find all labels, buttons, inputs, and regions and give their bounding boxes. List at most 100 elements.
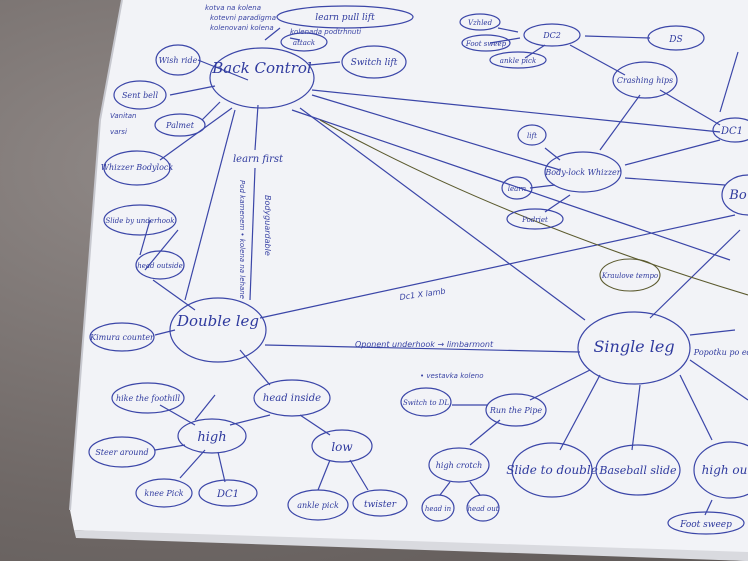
node-label: DC2 xyxy=(542,31,561,40)
node-slide-by-underhook: Slide by underhook xyxy=(103,204,177,236)
node-label: ankle pick xyxy=(297,501,339,510)
edge-label-bodyguard: Bodyguardable xyxy=(263,195,272,256)
node-label: learn pull lift xyxy=(315,13,375,23)
node-head-outside: head outside xyxy=(135,250,185,280)
node-label: high outs xyxy=(702,463,748,477)
node-label: Wish ride xyxy=(159,56,198,65)
node-ds: DS xyxy=(647,25,705,51)
node-label: hike the foothill xyxy=(116,394,181,403)
node-label: Popotku po edi xyxy=(693,348,748,357)
node-label: Bo xyxy=(728,188,747,203)
node-foot-sweep-top: Foot sweep xyxy=(461,34,511,52)
node-high-outside: high outs xyxy=(693,441,748,499)
node-label: Double leg xyxy=(176,312,259,330)
node-label: head in xyxy=(425,505,452,513)
node-back-control: Back Control xyxy=(209,47,315,109)
node-slide-to-double: Slide to double xyxy=(506,442,598,498)
note-vanitan: Vanitan xyxy=(110,112,136,120)
node-label: Slide by underhook xyxy=(106,217,175,225)
node-lift: lift xyxy=(517,124,547,146)
node-switch-lift: Switch lift xyxy=(341,45,407,79)
node-kimura-counter: Kimura counter xyxy=(89,322,155,352)
node-label: Run the Pipe xyxy=(489,406,543,415)
node-label: lift xyxy=(527,132,537,140)
node-low: low xyxy=(311,429,373,463)
note-varsi: varsi xyxy=(110,128,127,136)
node-label: Crashing hips xyxy=(617,76,673,85)
node-label: Kraulove tempo xyxy=(601,272,658,280)
node-label: attack xyxy=(293,39,315,47)
node-kraulove-tempo: Kraulove tempo xyxy=(599,258,661,292)
node-label: head inside xyxy=(263,393,321,404)
olive-connector xyxy=(319,119,748,296)
notebook-page xyxy=(70,0,748,561)
node-label: DC1 xyxy=(216,489,239,500)
mindmap-nodes: Back Control Double leg Single leg learn… xyxy=(88,5,748,535)
node-label: Sent bell xyxy=(122,91,159,100)
node-run-the-pipe: Run the Pipe xyxy=(485,393,547,427)
node-label: Whizzer Bodylock xyxy=(101,163,174,172)
node-head-inside: head inside xyxy=(253,379,331,417)
page-left-edge xyxy=(69,0,123,511)
node-hike-the-foothill: hike the foothill xyxy=(111,382,185,414)
node-dc1-right: DC1 xyxy=(712,117,748,143)
node-double-leg: Double leg xyxy=(169,297,267,363)
node-foot-sweep: Foot sweep xyxy=(667,511,745,535)
node-baseball-slide: Baseball slide xyxy=(595,444,681,496)
node-label: DS xyxy=(668,35,682,45)
node-ankle-pick-top: ankle pick xyxy=(489,51,547,69)
node-label: Kimura counter xyxy=(89,333,155,342)
node-high-crotch: high crotch xyxy=(428,447,490,483)
node-label: Palmet xyxy=(165,121,195,130)
node-label: Switch to DL xyxy=(403,399,449,407)
node-crashing-hips: Crashing hips xyxy=(612,61,678,99)
note-top-2: kotevni paradigma xyxy=(210,14,276,22)
node-label: Baseball slide xyxy=(598,464,677,477)
node-label: Body-lock Whizzer xyxy=(544,168,621,177)
node-label: head outside xyxy=(137,262,183,270)
node-label: head out xyxy=(467,505,498,513)
node-label: low xyxy=(331,440,353,454)
node-learn-first: learn first xyxy=(233,154,284,165)
node-twister: twister xyxy=(352,489,408,517)
node-dc2: DC2 xyxy=(523,23,581,47)
node-label: DC1 xyxy=(720,126,743,137)
node-knee-pick: knee Pick xyxy=(135,478,193,508)
note-top-3: kolenovani kolena xyxy=(210,24,274,32)
node-head-out: head out xyxy=(466,494,500,522)
note-vestavka: • vestavka koleno xyxy=(420,372,484,380)
node-bodylock-whizzer: Body-lock Whizzer xyxy=(544,151,622,193)
edge-label-opponent-underhook: Oponent underhook → limbarmont xyxy=(355,340,494,349)
page-edge xyxy=(74,530,748,561)
node-label: high xyxy=(197,430,226,445)
node-high: high xyxy=(177,418,247,454)
node-bo: Bo xyxy=(721,174,748,216)
node-label: Foot sweep xyxy=(679,520,732,530)
node-head-in: head in xyxy=(421,494,455,522)
node-palmet: Palmet xyxy=(154,113,206,137)
node-label: ankle pick xyxy=(500,57,536,65)
note-vertical: Pod kamenem • kolena na lehane xyxy=(238,180,246,299)
node-steer-around: Steer around xyxy=(88,436,156,468)
node-learn: learn xyxy=(501,176,533,200)
node-label: Slide to double xyxy=(506,463,598,477)
node-label: Back Control xyxy=(211,59,312,77)
note-top-1: kotva na kolena xyxy=(205,4,261,12)
node-learn-pull-lift: learn pull lift xyxy=(276,5,414,29)
node-popotku: Popotku po edi xyxy=(693,348,748,357)
node-ankle-pick: ankle pick xyxy=(287,489,349,521)
node-label: Podriet xyxy=(521,216,548,224)
node-label: Single leg xyxy=(593,337,674,356)
node-label: twister xyxy=(364,500,397,510)
node-attack: attack xyxy=(280,32,328,52)
node-switch-to-dl: Switch to DL xyxy=(400,387,452,417)
node-whizzer-bodylock: Whizzer Bodylock xyxy=(101,150,174,186)
note-top-4: kolenada podtrhnuti xyxy=(290,28,361,36)
node-sent-bell: Sent bell xyxy=(113,80,167,110)
node-label: Foot sweep xyxy=(465,40,507,48)
node-label: Vzhled xyxy=(468,19,493,27)
node-wish-ride: Wish ride xyxy=(155,44,201,76)
node-label: Steer around xyxy=(95,448,148,457)
